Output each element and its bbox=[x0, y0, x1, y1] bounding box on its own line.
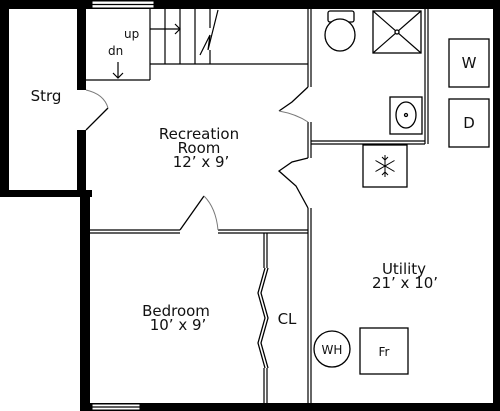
staircase bbox=[86, 9, 219, 81]
storage-door[interactable] bbox=[85, 107, 109, 131]
stair-down-label: dn bbox=[108, 44, 123, 58]
closet-label: CL bbox=[278, 310, 297, 328]
storage-partition-upper bbox=[77, 0, 86, 90]
interior-walls bbox=[90, 9, 429, 403]
top-wall bbox=[0, 0, 500, 9]
furnace bbox=[359, 327, 409, 375]
storage-partition-lower bbox=[77, 130, 86, 194]
recreation-room-name-2: Room bbox=[178, 139, 221, 157]
bedroom-size: 10’ x 9’ bbox=[150, 316, 207, 334]
utility-room-name: Utility bbox=[382, 260, 426, 278]
shower-drain bbox=[394, 29, 400, 35]
left-wall-storage bbox=[0, 0, 9, 192]
utility-room-size: 21’ x 10’ bbox=[372, 274, 438, 292]
utility-door[interactable] bbox=[277, 157, 309, 209]
bedroom-name: Bedroom bbox=[142, 302, 210, 320]
dryer-label: D bbox=[463, 114, 475, 132]
right-wall bbox=[493, 0, 500, 411]
bathroom-door[interactable] bbox=[278, 86, 309, 112]
water-heater bbox=[313, 330, 351, 368]
bottom-wall bbox=[80, 403, 500, 411]
closet-door-right[interactable] bbox=[260, 267, 269, 369]
dryer bbox=[448, 98, 490, 148]
washer-label: W bbox=[462, 54, 477, 72]
doors bbox=[85, 86, 309, 369]
storage-bottom-wall bbox=[0, 190, 92, 197]
furnace-label: Fr bbox=[379, 345, 390, 359]
snowflake-icon bbox=[375, 155, 395, 177]
bedroom-door[interactable] bbox=[179, 195, 205, 231]
recreation-room-name-1: Recreation bbox=[159, 125, 239, 143]
windows bbox=[91, 0, 155, 411]
recreation-room-size: 12’ x 9’ bbox=[173, 153, 230, 171]
storage-label: Strg bbox=[31, 87, 62, 105]
water-heater-label: WH bbox=[322, 343, 343, 357]
stair-up-label: up bbox=[124, 27, 139, 41]
toilet-bowl bbox=[324, 18, 356, 52]
stair-break-line bbox=[199, 9, 219, 56]
bathroom-fixtures bbox=[324, 10, 423, 135]
washer bbox=[448, 38, 490, 88]
left-wall-bedroom bbox=[80, 190, 90, 411]
closet-door-left[interactable] bbox=[257, 267, 266, 369]
